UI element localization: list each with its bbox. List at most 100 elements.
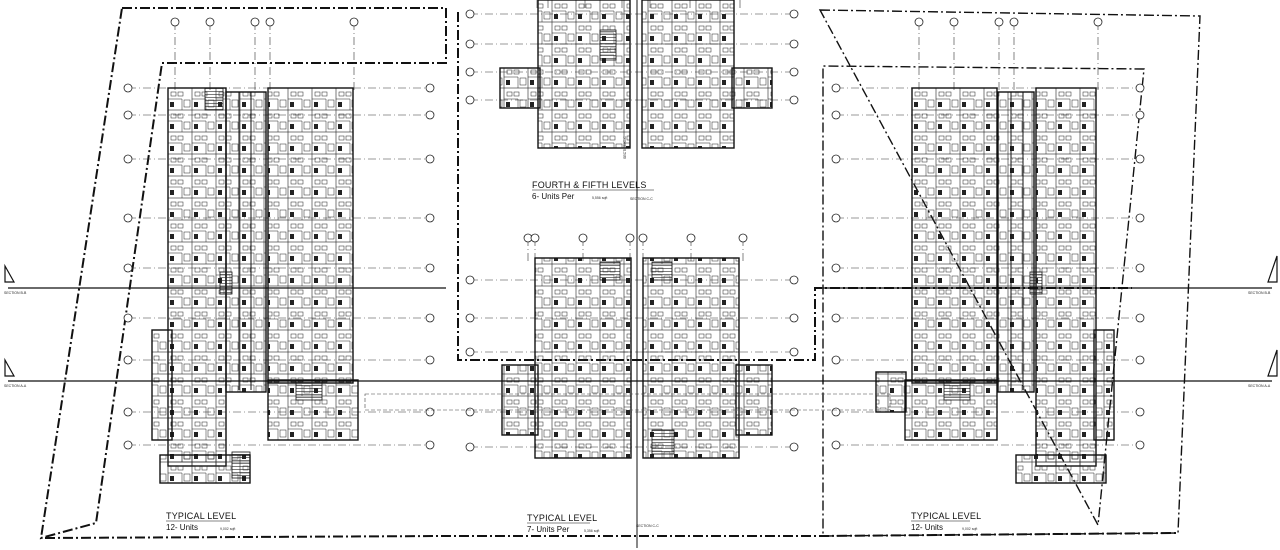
cbot-east-wing — [735, 364, 773, 436]
grid-marker-right-b-1 — [1135, 110, 1145, 120]
caption-center-bottom: TYPICAL LEVEL 7- Units Per 5,356 sqft — [527, 513, 599, 534]
grid-marker-ctop-a-1 — [465, 39, 475, 49]
grid-marker-left-b-4 — [425, 263, 435, 273]
stair-7 — [599, 29, 617, 61]
right-south-wing — [1015, 454, 1107, 484]
grid-marker-cbot-b-4 — [789, 442, 799, 452]
grid-vmarker-left-3 — [265, 17, 275, 27]
grid-vmarker-cbot-5 — [686, 233, 696, 243]
grid-marker-cbot-b-1 — [789, 313, 799, 323]
grid-marker-ctop-a-3 — [465, 95, 475, 105]
grid-vmarker-cbot-1 — [530, 233, 540, 243]
grid-marker-left-b-6 — [425, 355, 435, 365]
grid-vmarker-cbot-4 — [638, 233, 648, 243]
buildings — [151, 0, 1115, 484]
grid-marker-cbot-b-3 — [789, 407, 799, 417]
grid-marker-left-a-8 — [123, 440, 133, 450]
grid-marker-left-a-6 — [123, 355, 133, 365]
section-label-c-mid: SECTION C-C — [630, 197, 653, 201]
ctop-east-balcony — [731, 67, 773, 109]
stair-2 — [219, 271, 233, 295]
cbot-east — [642, 257, 740, 459]
left-site-boundary — [39, 7, 447, 540]
grid-marker-ctop-b-0 — [789, 9, 799, 19]
grid-marker-left-b-0 — [425, 83, 435, 93]
grid-vmarker-right-3 — [1009, 17, 1019, 27]
grid-markers — [123, 9, 1145, 452]
grid-marker-right-a-3 — [831, 213, 841, 223]
caption-center-top: FOURTH & FIFTH LEVELS 6- Units Per 5,556… — [532, 180, 654, 201]
grid-marker-left-b-2 — [425, 154, 435, 164]
caption-center-top-units: 6- Units Per — [532, 192, 575, 201]
grid-vmarker-left-4 — [349, 17, 359, 27]
walkway — [364, 393, 891, 411]
section-arrow-left-a — [4, 357, 16, 377]
grid-vmarker-right-1 — [949, 17, 959, 27]
caption-center-top-title: FOURTH & FIFTH LEVELS — [532, 180, 647, 190]
left-core — [225, 91, 267, 393]
caption-center-bottom-units: 7- Units Per — [527, 525, 570, 534]
caption-right-area: 9,002 sqft — [962, 527, 977, 531]
right-east-bay — [1093, 329, 1115, 441]
section-label-a-right: SECTION A-A — [1248, 384, 1271, 388]
grid-marker-ctop-b-2 — [789, 67, 799, 77]
grid-marker-left-a-1 — [123, 110, 133, 120]
grid-marker-ctop-b-1 — [789, 39, 799, 49]
grid-marker-right-a-6 — [831, 355, 841, 365]
grid-marker-cbot-b-0 — [789, 275, 799, 285]
grid-marker-right-a-2 — [831, 154, 841, 164]
cbot-west-wing — [501, 364, 539, 436]
grid-marker-left-b-3 — [425, 213, 435, 223]
grid-marker-left-b-7 — [425, 407, 435, 417]
section-arrow-right-a — [1267, 349, 1278, 377]
grid-vmarker-left-1 — [205, 17, 215, 27]
grid-vmarker-cbot-6 — [738, 233, 748, 243]
grid-marker-left-b-1 — [425, 110, 435, 120]
stair-4 — [943, 379, 971, 401]
grid-marker-right-a-5 — [831, 313, 841, 323]
grid-marker-right-b-6 — [1135, 355, 1145, 365]
grid-marker-right-b-7 — [1135, 407, 1145, 417]
section-label-c-top: SECTION C-C — [623, 136, 627, 159]
grid-marker-right-b-8 — [1135, 440, 1145, 450]
grid-vmarker-right-4 — [1093, 17, 1103, 27]
ctop-west — [537, 0, 631, 149]
ctop-west-balcony — [499, 67, 541, 109]
grid-marker-right-b-5 — [1135, 313, 1145, 323]
section-arrow-left-b — [4, 263, 16, 283]
grid-marker-left-a-0 — [123, 83, 133, 93]
stair-1 — [295, 379, 323, 401]
grid-marker-cbot-b-2 — [789, 347, 799, 357]
stair-9 — [231, 451, 251, 479]
grid-marker-right-a-1 — [831, 110, 841, 120]
right-site-boundary — [818, 9, 1201, 537]
grid-marker-cbot-a-4 — [465, 442, 475, 452]
section-label-b-right: SECTION B-B — [1248, 291, 1271, 295]
grid-marker-ctop-a-0 — [465, 9, 475, 19]
caption-right: TYPICAL LEVEL 12- Units 9,002 sqft — [911, 511, 981, 532]
grid-marker-right-a-4 — [831, 263, 841, 273]
grid-marker-right-b-3 — [1135, 213, 1145, 223]
caption-right-units: 12- Units — [911, 523, 943, 532]
grid-marker-ctop-a-2 — [465, 67, 475, 77]
grid-marker-right-a-0 — [831, 83, 841, 93]
left-east-wing — [267, 87, 354, 384]
grid-marker-left-b-5 — [425, 313, 435, 323]
stair-0 — [204, 87, 224, 111]
stair-3 — [1029, 271, 1043, 295]
section-arrow-right-b — [1267, 255, 1278, 283]
caption-right-title: TYPICAL LEVEL — [911, 511, 981, 521]
grid-vmarker-left-0 — [170, 17, 180, 27]
cbot-west — [534, 257, 632, 459]
stair-5 — [599, 261, 621, 281]
grid-vmarker-cbot-2 — [578, 233, 588, 243]
grid-marker-cbot-a-2 — [465, 347, 475, 357]
section-label-a-left: SECTION A-A — [4, 384, 27, 388]
grid-marker-cbot-a-1 — [465, 313, 475, 323]
caption-center-bottom-title: TYPICAL LEVEL — [527, 513, 597, 523]
grid-marker-left-a-4 — [123, 263, 133, 273]
grid-marker-right-a-8 — [831, 440, 841, 450]
grid-vmarker-right-2 — [994, 17, 1004, 27]
grid-marker-right-b-4 — [1135, 263, 1145, 273]
